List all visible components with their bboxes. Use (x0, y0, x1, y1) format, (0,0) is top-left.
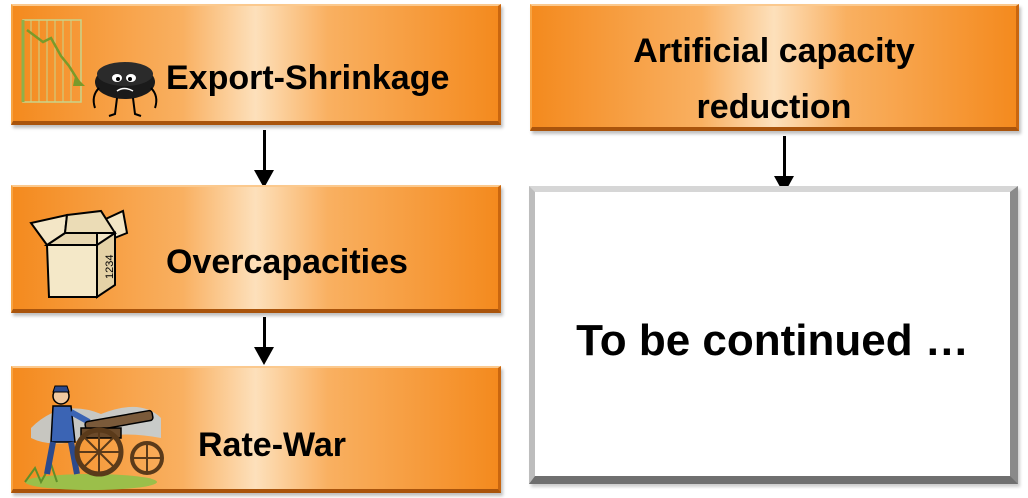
arrow-2-to-3 (254, 317, 274, 365)
soldier-cannon-icon (24, 385, 164, 490)
rate-war-box: Rate-War (11, 366, 501, 493)
overcapacities-label: Overcapacities (166, 243, 408, 281)
rate-war-label: Rate-War (198, 426, 346, 464)
svg-text:1234: 1234 (104, 255, 116, 279)
to-be-continued-label: To be continued … (576, 316, 969, 365)
export-shrinkage-box: Export-Shrinkage (11, 4, 501, 125)
declining-chart-sad-face-icon (21, 19, 158, 117)
open-cardboard-box-icon: 1234 (29, 209, 129, 299)
export-shrinkage-label: Export-Shrinkage (166, 59, 450, 97)
artificial-capacity-reduction-label-line2: reduction (696, 88, 852, 126)
artificial-capacity-reduction-label-line1: Artificial capacity (633, 32, 915, 70)
artificial-capacity-reduction-box: Artificial capacity reduction (530, 4, 1019, 131)
to-be-continued-box: To be continued … (529, 186, 1018, 484)
overcapacities-box: 1234 Overcapacities (11, 185, 501, 313)
arrow-1-to-2 (254, 130, 274, 188)
